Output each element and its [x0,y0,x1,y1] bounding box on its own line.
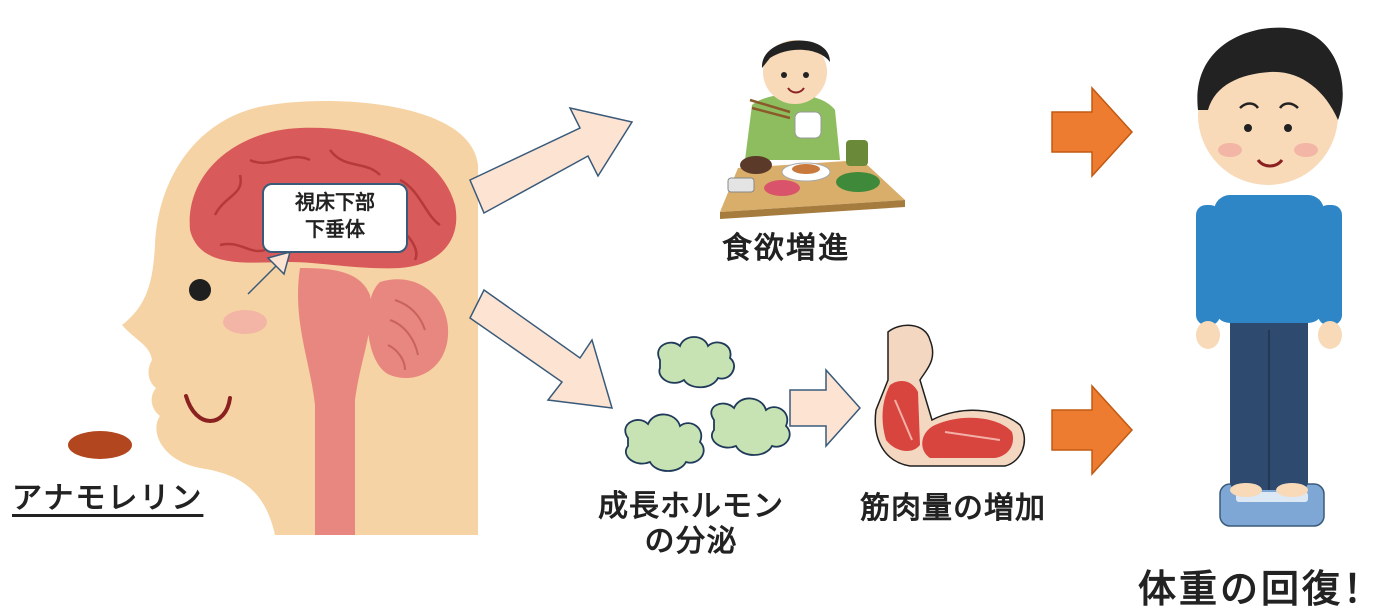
pill [68,431,132,459]
boy-mouth [787,87,805,94]
biceps [922,417,1014,458]
man-shirt [1214,195,1324,323]
boy-eye-left [781,72,787,78]
appetite-label: 食欲増進 [722,231,850,266]
man-arm-left [1196,205,1220,325]
brain-region-line2: 下垂体 [305,217,365,241]
man-mouth [1256,158,1284,168]
eye [189,279,211,301]
arrow-to-brain-box [247,250,292,295]
rice-bowl [794,111,822,139]
muscle-arm-illustration [874,324,1026,467]
growth-hormone-line1: 成長ホルモン [598,489,784,524]
muscle-fibers [894,399,1001,441]
brain-region-label: 視床下部 下垂体 [262,183,408,253]
tea-cup [846,140,868,166]
hormone-cloud-1 [657,336,735,389]
growth-hormone-label: 成長ホルモン の分泌 [598,489,784,559]
man-arm-right [1318,205,1342,325]
fish [792,164,820,174]
drug-name-label: アナモレリン [12,481,204,516]
orange-arrow-top [1051,86,1134,178]
man-foot-left [1230,483,1262,497]
side-dish [727,177,755,193]
growth-hormone-clouds [624,336,791,472]
mouth [184,394,232,423]
cerebellum [367,279,449,379]
man-hair [1197,27,1343,120]
man-eye-left [1244,124,1252,132]
orange-arrow-bottom [1051,384,1134,476]
hormone-cloud-3 [710,397,791,456]
man-cheek-left [1218,143,1242,157]
cheek [223,310,267,334]
arrow-to-muscle [789,368,862,448]
eating-boy-illustration [720,40,905,219]
man-eyebrows [1239,102,1299,109]
sashimi [764,180,800,196]
boy-body [745,94,840,160]
cerebellum-lines [387,299,426,371]
man-hand-right [1318,321,1342,349]
head-illustration [122,101,478,535]
table-edge [720,200,905,219]
brain-region-line1: 視床下部 [295,190,375,214]
miso-bowl [740,156,772,174]
brainstem [297,268,372,535]
boy-eye-right [803,72,809,78]
arrow-to-appetite [469,106,634,215]
brain-folds [213,149,441,261]
hormone-cloud-2 [624,413,705,472]
man-hand-left [1196,321,1220,349]
chopsticks [749,98,791,120]
man-eye-right [1284,124,1292,132]
weight-recovery-label: 体重の回復！ [1138,567,1381,611]
man-cheek-right [1294,143,1318,157]
man-foot-right [1276,483,1308,497]
boy-hair [761,40,830,68]
standing-man-illustration [1196,27,1343,527]
salad [836,172,880,192]
growth-hormone-line2: の分泌 [644,523,738,559]
muscle-increase-label: 筋肉量の増加 [860,491,1046,526]
arrow-to-growth-hormone [469,288,614,409]
boy-face [763,40,827,104]
